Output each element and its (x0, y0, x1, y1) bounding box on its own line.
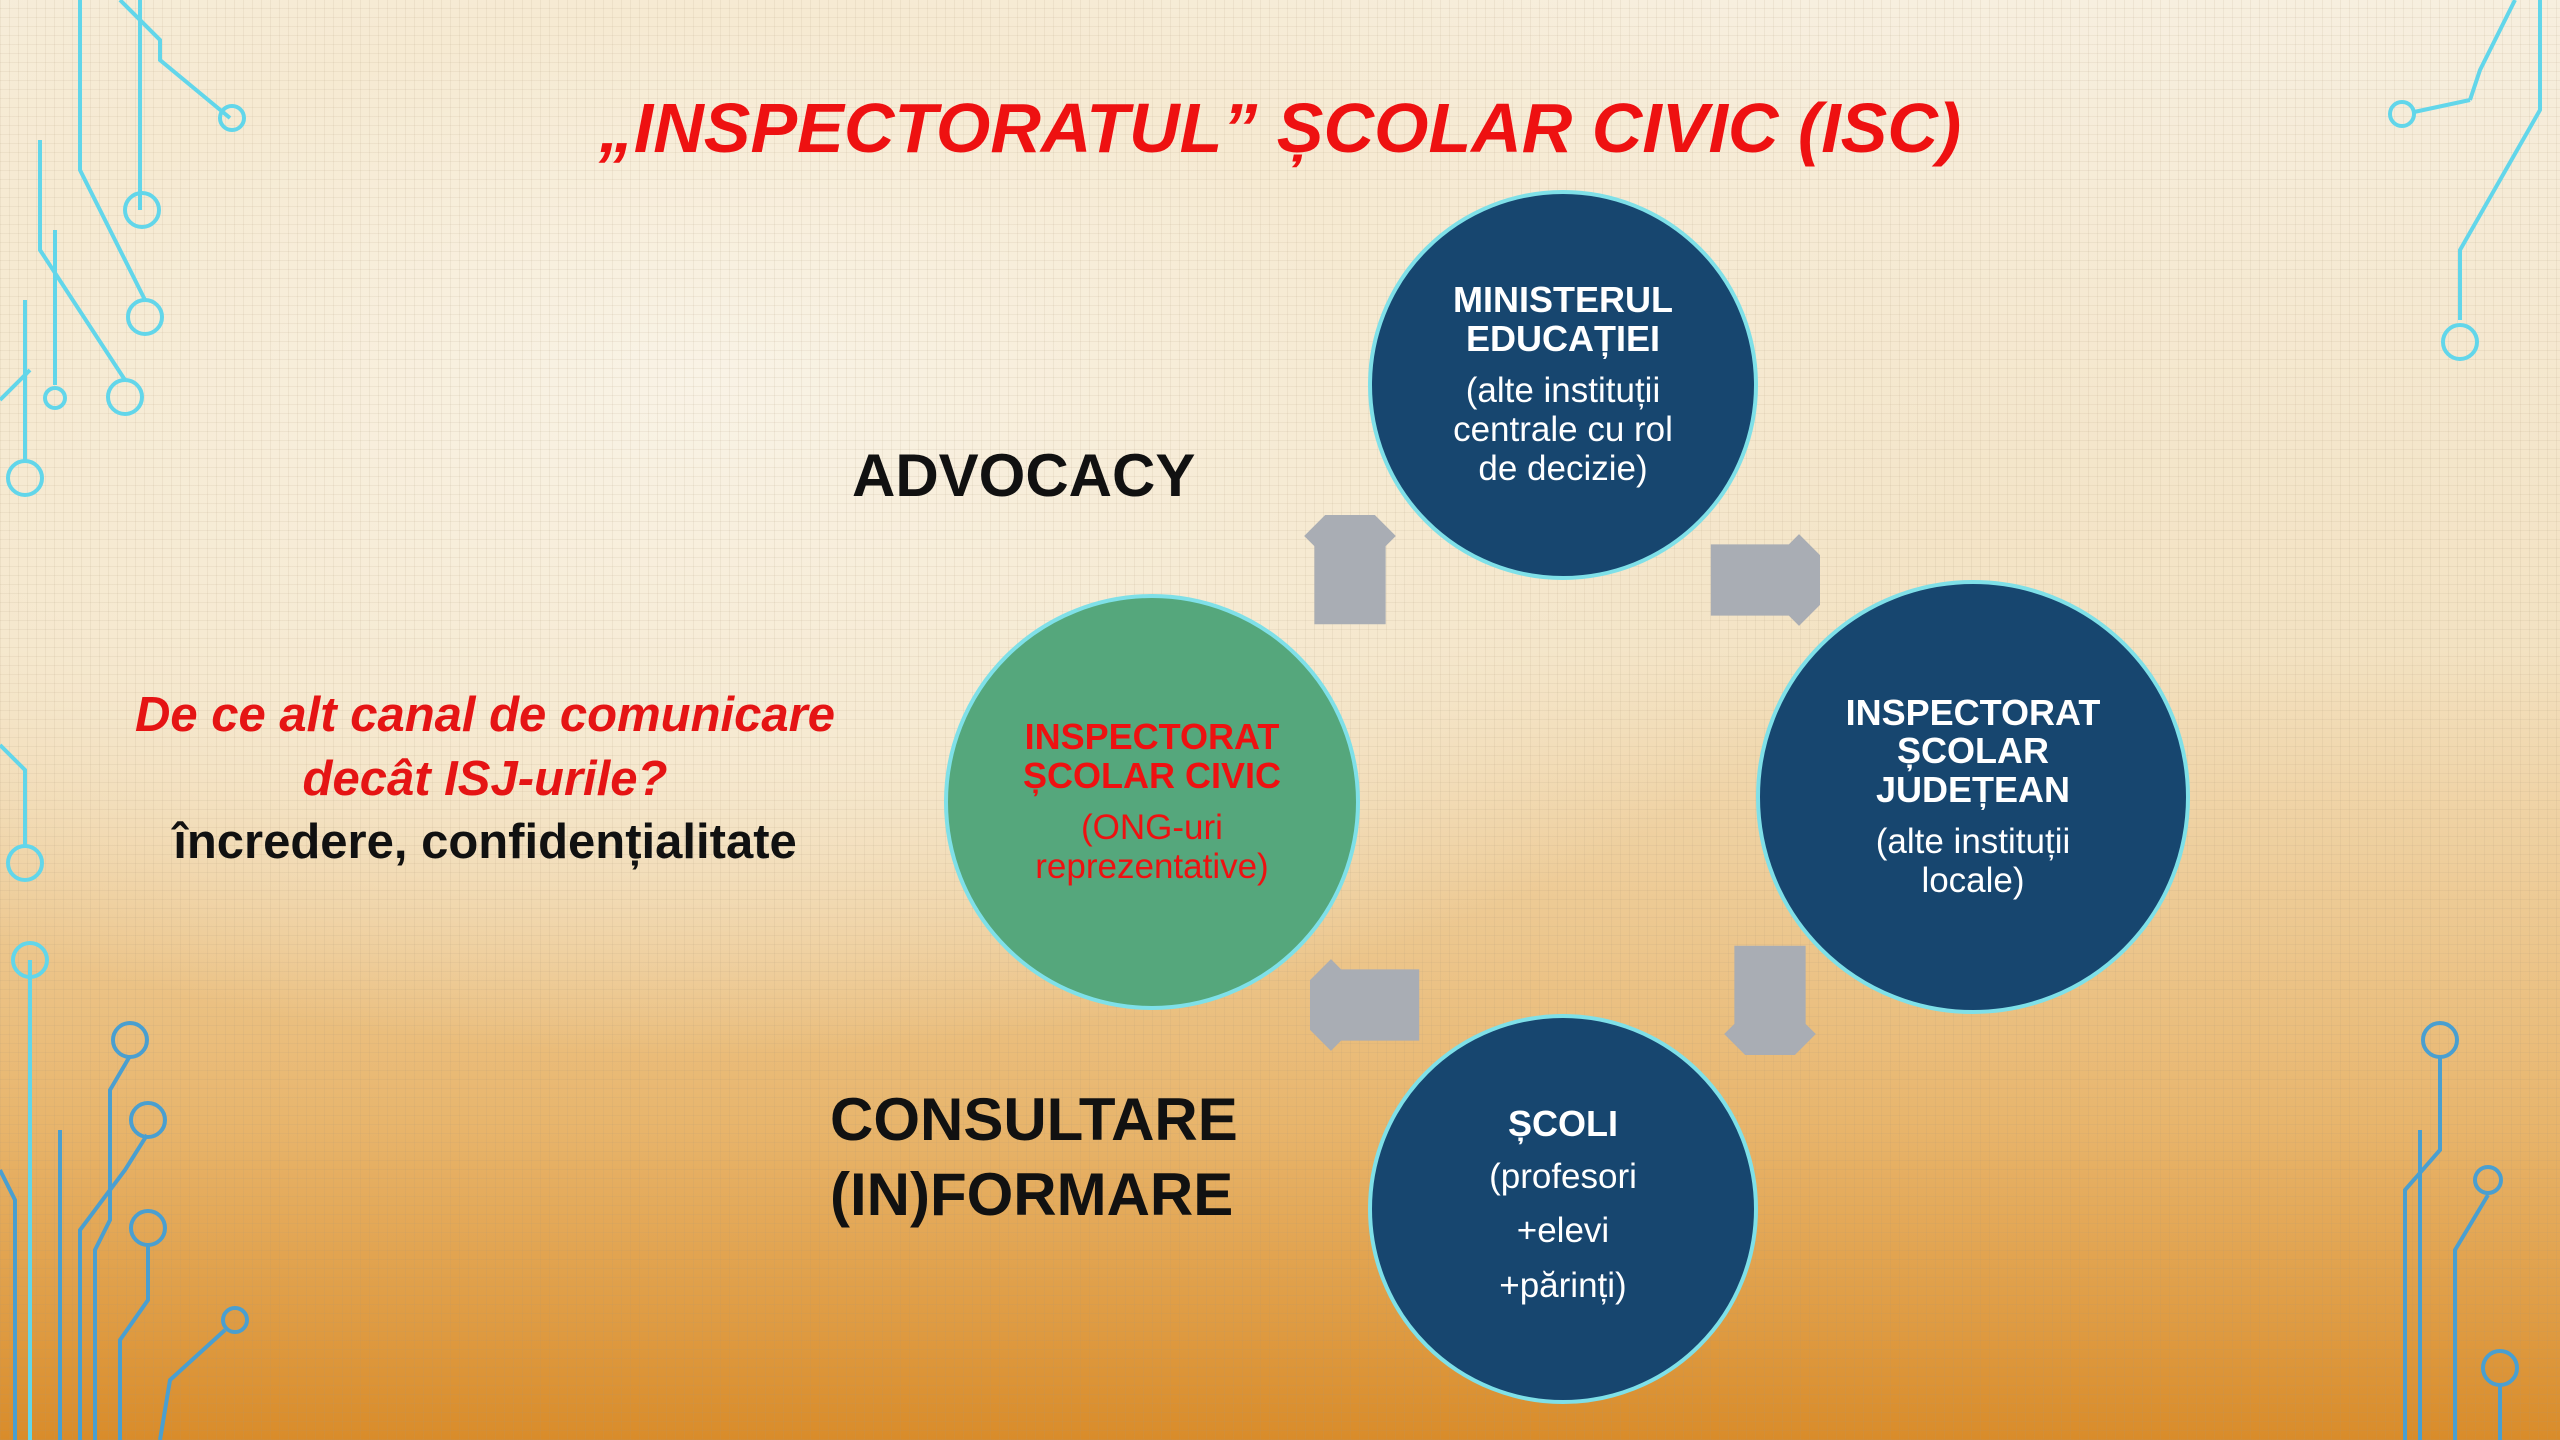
node-civic-sub-1: (ONG-uri (1081, 807, 1223, 847)
node-civic-title-2: ȘCOLAR CIVIC (1022, 754, 1281, 796)
node-scoli-sub-2: +elevi (1516, 1211, 1610, 1251)
node-scoli-sub-3: +părinți) (1499, 1265, 1627, 1305)
node-ministerul-title-1: MINISTERUL (1453, 279, 1673, 321)
node-ministerul-subtitle: (alte instituții centrale cu rol de deci… (1453, 371, 1673, 489)
question-answer: încredere, confidențialitate (173, 815, 797, 870)
node-scoli: ȘCOLI (profesori +elevi +părinți) (1368, 1014, 1758, 1404)
node-ministerul: MINISTERUL EDUCAȚIEI (alte instituții ce… (1368, 190, 1758, 580)
node-ministerul-title-2: EDUCAȚIEI (1465, 318, 1660, 360)
question-block: De ce alt canal de comunicare decât ISJ-… (90, 684, 880, 875)
node-isj-title-1: INSPECTORAT (1845, 691, 2101, 733)
question-line-1: De ce alt canal de comunicare (135, 688, 835, 742)
consultare-label: CONSULTARE (IN)FORMARE (830, 1082, 1238, 1232)
node-isj: INSPECTORAT ȘCOLAR JUDEȚEAN (alte instit… (1756, 580, 2190, 1014)
node-isj-title-2: ȘCOLAR (1897, 730, 2049, 772)
node-civic: INSPECTORAT ȘCOLAR CIVIC (ONG-uri reprez… (944, 594, 1360, 1010)
advocacy-label: ADVOCACY (852, 442, 1196, 509)
node-ministerul-sub-2: centrale cu rol (1453, 410, 1673, 450)
consultare-line: CONSULTARE (830, 1086, 1238, 1153)
node-civic-title-1: INSPECTORAT (1024, 715, 1280, 757)
arrow-up-right (1304, 515, 1396, 625)
node-ministerul-sub-3: de decizie) (1478, 449, 1648, 489)
node-scoli-sub-1: (profesori (1489, 1157, 1637, 1197)
node-isj-sub-1: (alte instituții (1875, 822, 2071, 862)
arrow-down-left (1724, 945, 1816, 1055)
node-ministerul-sub-1: (alte instituții (1465, 371, 1661, 411)
node-scoli-title: ȘCOLI (1507, 1103, 1618, 1145)
node-civic-subtitle: (ONG-uri reprezentative) (1035, 808, 1268, 886)
slide-title: „INSPECTORATUL” ȘCOLAR CIVIC (ISC) (598, 89, 1962, 167)
arrow-down-right (1710, 534, 1820, 626)
node-isj-title-3: JUDEȚEAN (1875, 769, 2071, 811)
arrow-up-left (1310, 959, 1420, 1051)
informare-line: (IN)FORMARE (830, 1161, 1234, 1228)
node-civic-sub-2: reprezentative) (1035, 846, 1269, 886)
question-line-2: decât ISJ-urile? (302, 751, 668, 806)
node-isj-subtitle: (alte instituții locale) (1876, 822, 2071, 900)
node-scoli-subtitle: (profesori +elevi +părinți) (1489, 1150, 1637, 1313)
node-isj-sub-2: locale) (1921, 861, 2025, 901)
